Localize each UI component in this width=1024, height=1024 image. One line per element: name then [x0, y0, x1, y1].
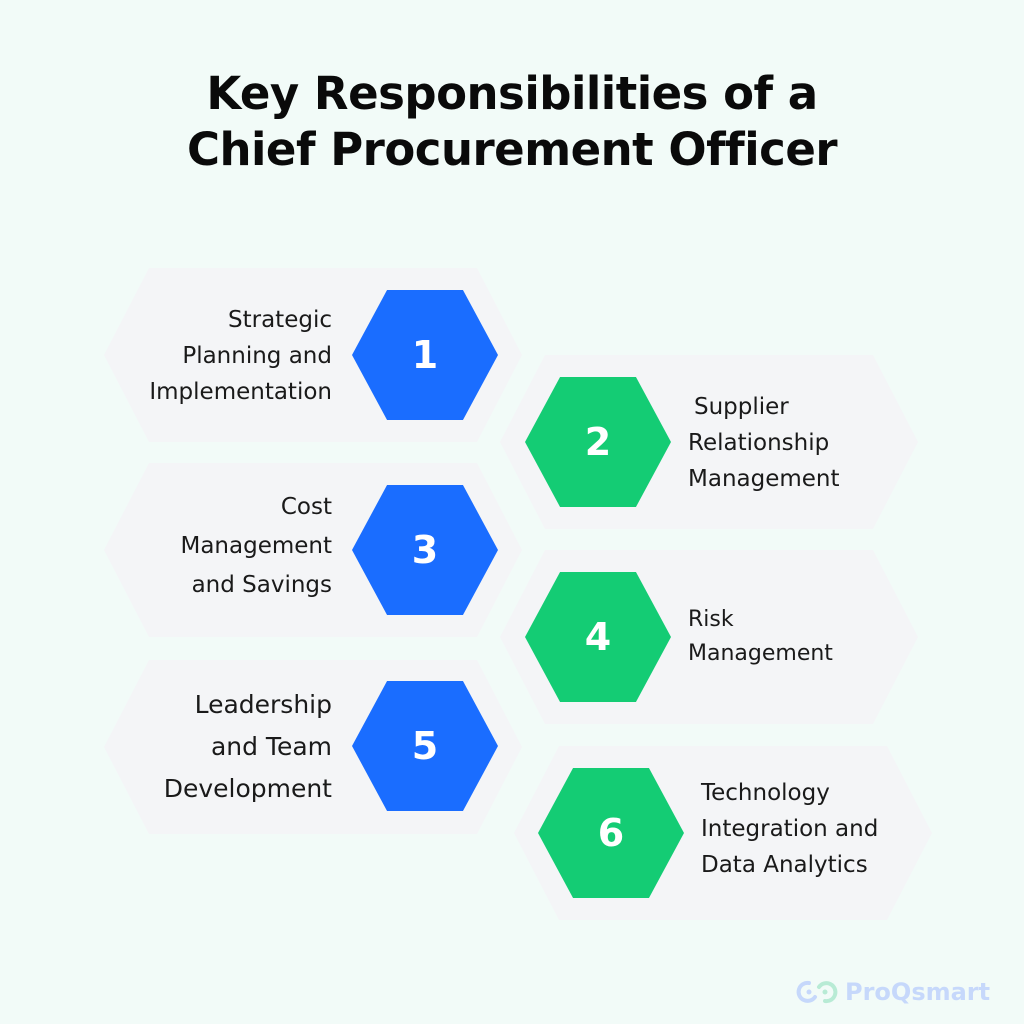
brand-logo: ProQsmart: [795, 978, 990, 1006]
page-title: Key Responsibilities of a Chief Procurem…: [0, 66, 1024, 178]
title-line-1: Key Responsibilities of a: [206, 67, 818, 120]
number-badge-1: 1: [352, 290, 498, 420]
number-badge-4: 4: [525, 572, 671, 702]
logo-icon: [796, 980, 838, 1004]
number-badge-2: 2: [525, 377, 671, 507]
number-badge-6: 6: [538, 768, 684, 898]
brand-name: ProQsmart: [845, 978, 991, 1006]
number-badge-5: 5: [352, 681, 498, 811]
title-line-2: Chief Procurement Officer: [186, 123, 838, 176]
number-badge-3: 3: [352, 485, 498, 615]
